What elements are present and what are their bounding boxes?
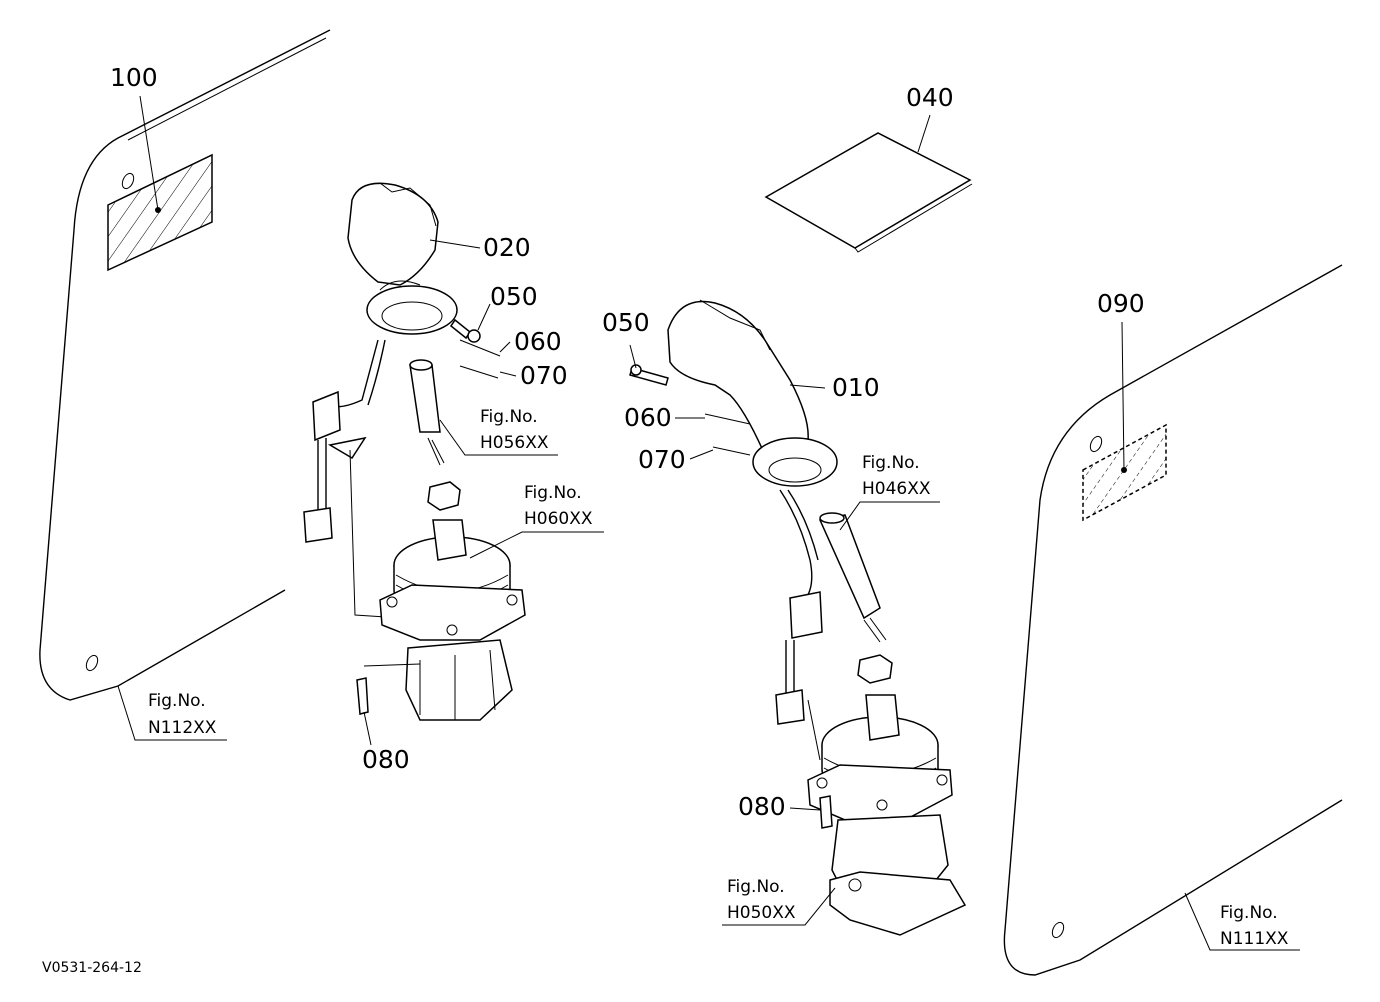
fig-ref-code: H046XX	[862, 479, 931, 499]
label-decal-100	[107, 153, 213, 272]
fig-ref-label: Fig.No.	[862, 453, 920, 473]
figure-references: Fig.No. H056XX Fig.No. H060XX Fig.No. N1…	[148, 407, 1289, 949]
fig-ref-label: Fig.No.	[524, 483, 582, 503]
right-side-panel	[1003, 264, 1343, 976]
part-label-090: 090	[1097, 289, 1145, 318]
part-label-080-right: 080	[738, 792, 786, 821]
part-label-010: 010	[832, 373, 880, 402]
part-label-050-left: 050	[490, 282, 538, 311]
drawing-code: V0531-264-12	[42, 960, 142, 976]
part-label-040: 040	[906, 83, 954, 112]
part-labels: 100 020 050 060 070 080 040 050 010 060 …	[110, 63, 1145, 821]
part-label-050-right: 050	[602, 308, 650, 337]
fig-ref-code: H050XX	[727, 903, 796, 923]
fig-ref-code: H056XX	[480, 433, 549, 453]
manual-sheet-040	[764, 132, 973, 253]
left-side-panel	[39, 29, 331, 701]
fig-ref-label: Fig.No.	[148, 691, 206, 711]
part-label-080-left: 080	[362, 745, 410, 774]
fig-ref-label: Fig.No.	[1220, 903, 1278, 923]
right-lever-assembly	[629, 299, 967, 936]
part-label-100: 100	[110, 63, 158, 92]
leader-lines	[117, 95, 1300, 951]
fig-ref-code: N111XX	[1220, 929, 1289, 949]
fig-ref-label: Fig.No.	[727, 877, 785, 897]
left-lever-assembly	[303, 182, 526, 721]
part-label-070-right: 070	[638, 445, 686, 474]
part-label-070-left: 070	[520, 361, 568, 390]
fig-ref-code: N112XX	[148, 718, 217, 738]
part-label-060-right: 060	[624, 403, 672, 432]
fig-ref-label: Fig.No.	[480, 407, 538, 427]
fig-ref-code: H060XX	[524, 509, 593, 529]
part-label-060-left: 060	[514, 327, 562, 356]
part-label-020: 020	[483, 233, 531, 262]
